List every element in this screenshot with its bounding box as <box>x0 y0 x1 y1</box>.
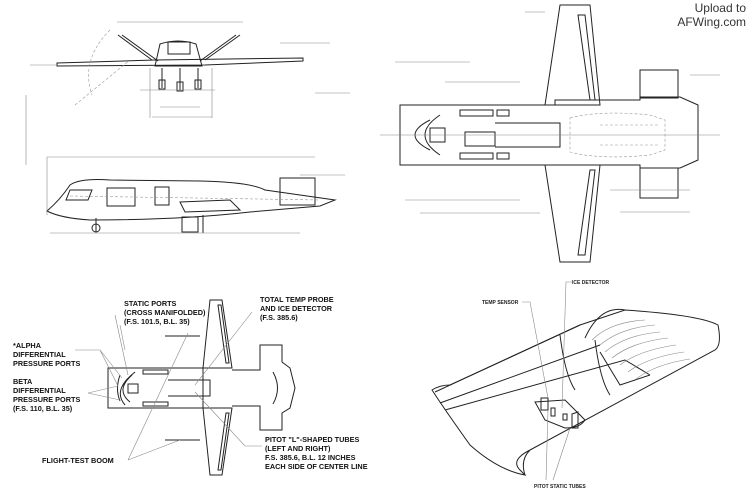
front-view-drawing <box>30 21 350 118</box>
label-pitot-static-tubes: PITOT STATIC TUBES <box>534 484 586 490</box>
label-beta-1: BETA <box>13 377 33 386</box>
watermark-line-2: AFWing.com <box>677 15 746 29</box>
label-alpha-3: PRESSURE PORTS <box>13 359 80 368</box>
label-temp-sensor: TEMP SENSOR <box>482 300 519 306</box>
label-alpha-2: DIFFERENTIAL <box>13 350 66 359</box>
label-static-ports-2: (CROSS MANIFOLDED) <box>124 308 206 317</box>
label-beta-3: PRESSURE PORTS <box>13 395 80 404</box>
side-view-drawing <box>25 95 345 234</box>
label-beta-4: (F.S. 110, B.L. 35) <box>13 404 73 413</box>
label-beta-2: DIFFERENTIAL <box>13 386 66 395</box>
label-pitot-2: (LEFT AND RIGHT) <box>265 444 331 453</box>
label-total-temp-1: TOTAL TEMP PROBE <box>260 295 334 304</box>
label-static-ports-1: STATIC PORTS <box>124 299 177 308</box>
isometric-detail-drawing <box>431 281 720 481</box>
label-total-temp-3: (F.S. 385.6) <box>260 313 298 322</box>
label-ice-detector: ICE DETECTOR <box>572 280 610 286</box>
watermark: Upload to AFWing.com <box>677 1 746 29</box>
label-pitot-1: PITOT "L"-SHAPED TUBES <box>265 435 359 444</box>
label-flight-test-boom: FLIGHT-TEST BOOM <box>42 456 114 465</box>
label-total-temp-2: AND ICE DETECTOR <box>260 304 333 313</box>
instrumentation-plan-drawing <box>75 299 296 476</box>
label-static-ports-3: (F.S. 101.5, B.L. 35) <box>124 317 190 326</box>
plan-view-drawing <box>380 4 720 263</box>
label-pitot-3: F.S. 385.6, B.L. 12 INCHES <box>265 453 356 462</box>
watermark-line-1: Upload to <box>694 1 746 15</box>
instrumentation-labels: STATIC PORTS (CROSS MANIFOLDED) (F.S. 10… <box>13 280 610 490</box>
label-pitot-4: EACH SIDE OF CENTER LINE <box>265 462 368 471</box>
label-alpha-1: *ALPHA <box>13 341 42 350</box>
